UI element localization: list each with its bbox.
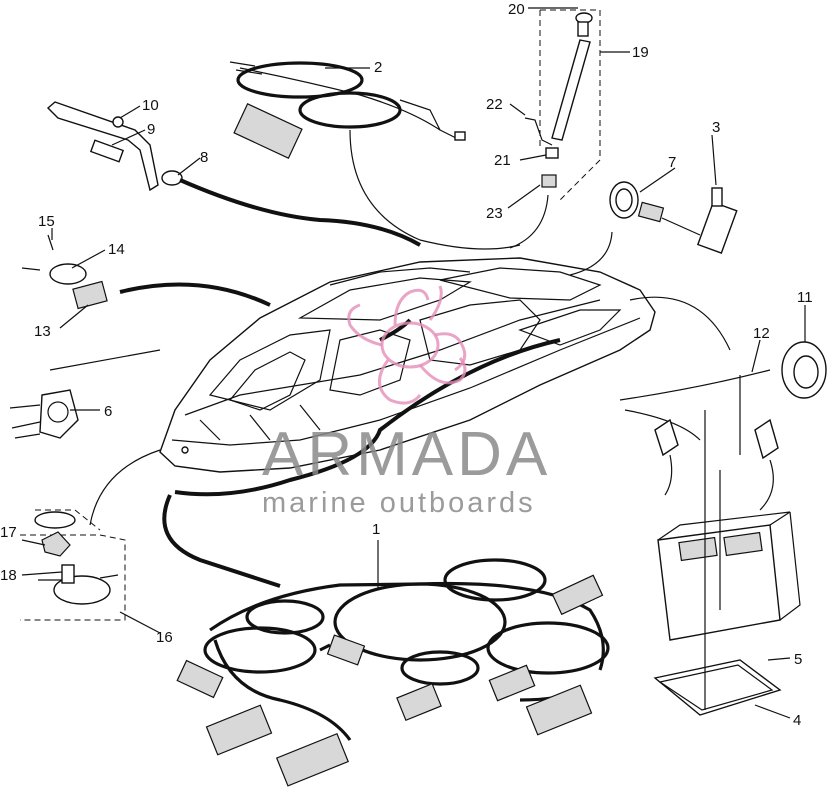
callout-15: 15 (38, 213, 55, 230)
main-wiring-harness (176, 558, 610, 787)
callout-1: 1 (372, 521, 380, 538)
watermark-tagline: marine outboards (262, 487, 536, 519)
callout-labels: 1 2 3 4 5 6 7 8 9 10 11 12 13 14 15 16 1… (0, 1, 813, 729)
callout-10: 10 (142, 97, 159, 114)
callout-18: 18 (0, 567, 17, 584)
antenna-assembly (524, 9, 601, 201)
dash-harness (229, 61, 466, 159)
bow-light-assembly (46, 101, 183, 192)
octopus-logo (347, 285, 467, 405)
callout-4: 4 (793, 712, 801, 729)
boat-hull (159, 257, 656, 473)
horn-and-switch (609, 181, 738, 254)
switch-panel-assembly (21, 234, 108, 310)
callout-12: 12 (753, 325, 770, 342)
callout-19: 19 (632, 44, 649, 61)
callout-23: 23 (486, 205, 503, 222)
callout-11: 11 (797, 289, 813, 306)
battery-assembly (619, 341, 827, 716)
callout-17: 17 (0, 524, 17, 541)
stern-light-assembly (20, 509, 126, 621)
callout-14: 14 (108, 241, 125, 258)
callout-3: 3 (712, 119, 720, 136)
callout-2: 2 (374, 59, 382, 76)
callout-9: 9 (147, 121, 155, 138)
callout-13: 13 (34, 323, 51, 340)
callout-21: 21 (494, 152, 511, 169)
callout-8: 8 (200, 149, 208, 166)
connection-arrows (89, 129, 731, 588)
callout-6: 6 (104, 403, 112, 420)
leader-lines (21, 7, 806, 719)
callout-5: 5 (794, 651, 802, 668)
callout-7: 7 (668, 154, 676, 171)
courtesy-light-assembly (9, 349, 161, 439)
watermark-brand: ARMADA (262, 420, 551, 489)
callout-16: 16 (156, 629, 173, 646)
callout-22: 22 (486, 96, 503, 113)
watermark: ARMADA marine outboards (262, 285, 551, 519)
callout-20: 20 (508, 1, 525, 18)
